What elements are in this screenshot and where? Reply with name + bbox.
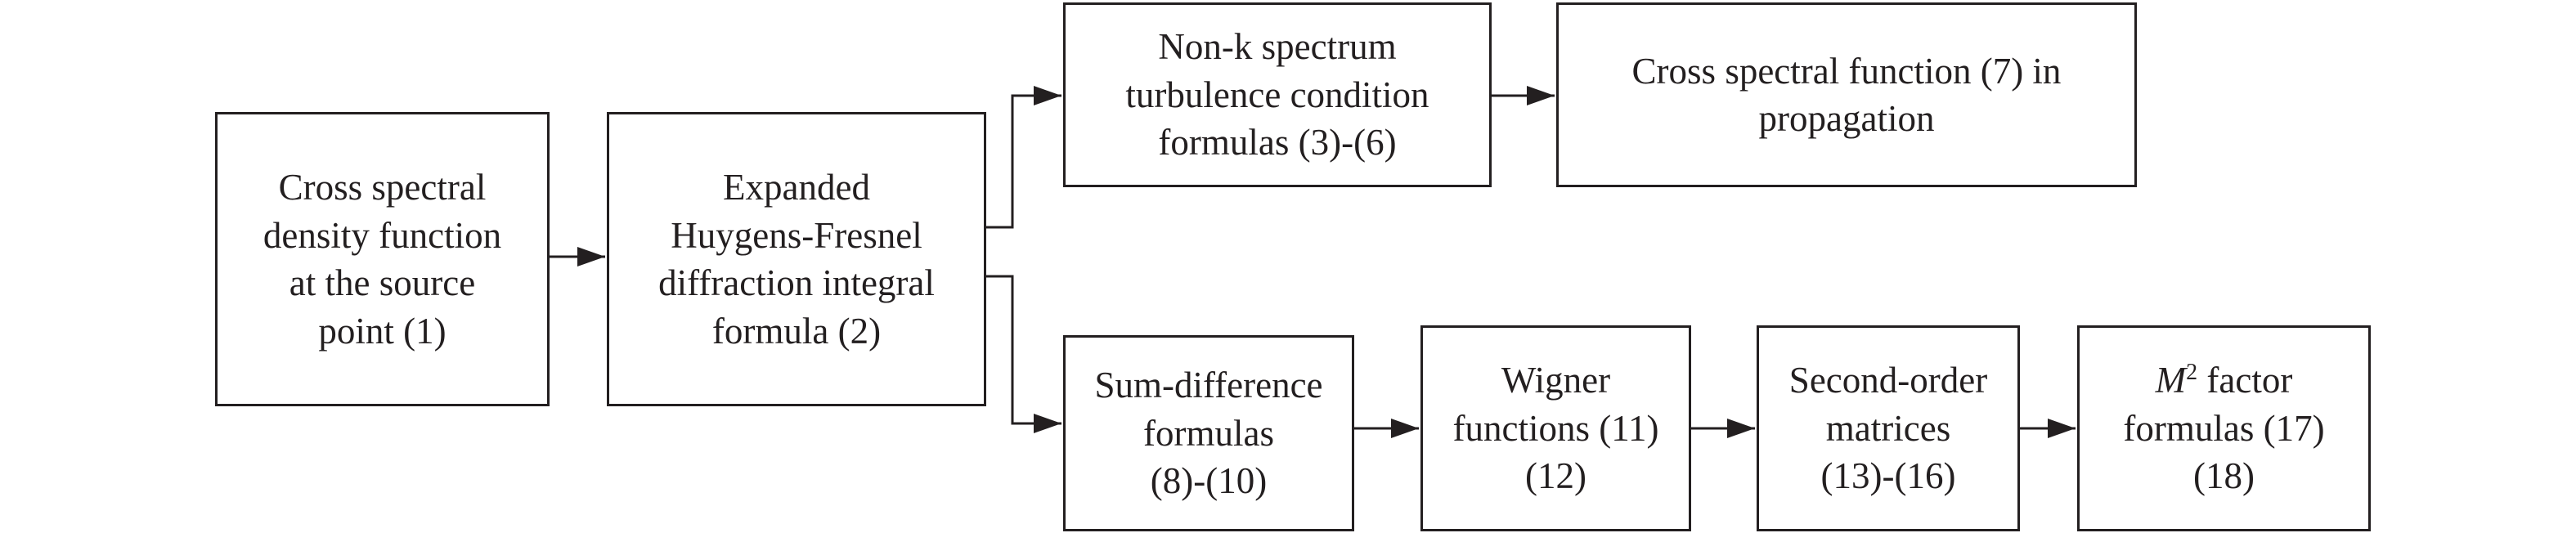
- arrowhead-second-to-m2: [2048, 419, 2076, 438]
- box-line: (12): [1525, 455, 1586, 497]
- box-line: formula (2): [711, 310, 882, 352]
- box-line: point (1): [318, 310, 447, 352]
- box-line: Cross spectral: [278, 167, 487, 208]
- box-line: functions (11): [1452, 407, 1659, 449]
- box-cross-spectral-propagation: Cross spectral function (7) in propagati…: [1556, 2, 2137, 187]
- box-line: propagation: [1758, 98, 1935, 139]
- box-line: Non-k spectrum: [1158, 26, 1397, 68]
- box-line: formulas (17): [2123, 407, 2325, 449]
- box-line: Expanded: [723, 167, 870, 208]
- box-line: Wigner: [1501, 360, 1611, 401]
- box-line: Cross spectral function (7) in: [1631, 50, 2062, 92]
- box-second-order-matrices: Second-order matrices (13)-(16): [1757, 325, 2020, 531]
- box-line: formulas (3)-(6): [1158, 122, 1397, 163]
- arrowhead-sumdiff-to-wigner: [1391, 419, 1419, 438]
- box-non-k-spectrum-formulas: Non-k spectrum turbulence condition form…: [1063, 2, 1492, 187]
- box-cross-spectral-density-source: Cross spectral density function at the s…: [215, 112, 550, 406]
- box-sum-difference-formulas: Sum-difference formulas (8)-(10): [1063, 335, 1354, 531]
- box-line: Sum-difference: [1094, 365, 1323, 406]
- box-m2-factor-formulas: M2 factor formulas (17) (18): [2077, 325, 2371, 531]
- box-line: (8)-(10): [1150, 460, 1268, 502]
- arrowhead-wigner-to-second: [1727, 419, 1755, 438]
- box-line: matrices: [1825, 407, 1951, 449]
- arrow-huygens-to-nonk: [986, 94, 1061, 229]
- box-line: (18): [2193, 455, 2255, 497]
- arrowhead-nonk-to-crossprop: [1527, 86, 1555, 105]
- box-line: turbulence condition: [1125, 74, 1429, 115]
- m-symbol: M: [2155, 360, 2187, 401]
- box-huygens-fresnel-integral: Expanded Huygens-Fresnel diffraction int…: [607, 112, 986, 406]
- box-line-m2: M2 factor: [2156, 356, 2293, 405]
- box-wigner-functions: Wigner functions (11) (12): [1420, 325, 1691, 531]
- box-line: diffraction integral: [658, 262, 935, 303]
- factor-word: factor: [2206, 360, 2293, 401]
- box-line: at the source: [289, 262, 476, 303]
- box-line: (13)-(16): [1820, 455, 1956, 497]
- box-line: Huygens-Fresnel: [671, 214, 922, 256]
- m-superscript: 2: [2186, 360, 2198, 386]
- arrowhead-huygens-to-sumdiff: [1034, 414, 1061, 433]
- arrow-huygens-to-sumdiff: [986, 275, 1061, 425]
- box-line: Second-order: [1788, 360, 1988, 401]
- box-line: formulas: [1143, 412, 1274, 454]
- arrowhead-source-to-huygens: [577, 247, 605, 266]
- box-line: density function: [263, 214, 502, 256]
- arrowhead-huygens-to-nonk: [1034, 86, 1061, 105]
